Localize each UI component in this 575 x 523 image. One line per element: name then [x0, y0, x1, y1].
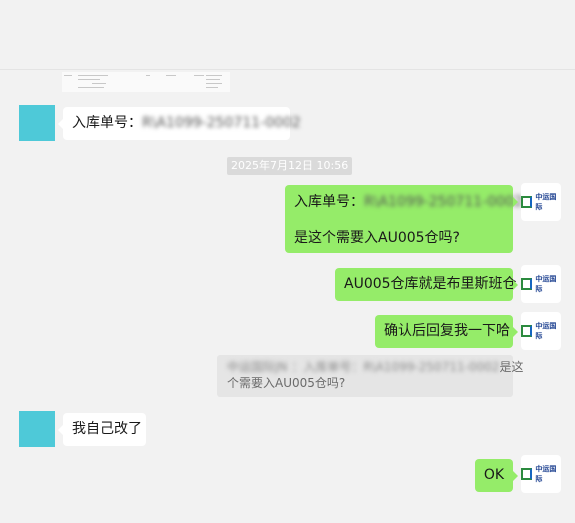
quote-text: 个需要入AU005仓吗? — [227, 376, 346, 390]
message-bubble-sent[interactable]: 确认后回复我一下哈 — [375, 315, 518, 348]
zy-logo-icon — [521, 196, 533, 208]
my-avatar[interactable]: 中运国际 — [521, 183, 561, 221]
contact-avatar[interactable] — [19, 411, 55, 447]
quote-blurred: 中运国际JN ：入库单号：R\A1099-250711-0002 — [227, 360, 500, 374]
message-text: OK — [483, 467, 505, 483]
my-avatar[interactable]: 中运国际 — [521, 455, 561, 493]
my-avatar[interactable]: 中运国际 — [521, 265, 561, 303]
message-bubble-sent[interactable]: AU005仓库就是布里斯班仓 — [335, 268, 518, 301]
quoted-message[interactable]: 中运国际JN ：入库单号：R\A1099-250711-0002是这 个需要入A… — [217, 355, 523, 397]
message-text: 我自己改了 — [72, 421, 142, 437]
logo-text: 中运国际 — [535, 275, 557, 293]
image-thumbnail[interactable] — [62, 72, 230, 92]
message-bubble-sent[interactable]: 入库单号：R\A1099-250711-0002 是这个需要入AU005仓吗? — [285, 185, 523, 253]
message-bubble-received[interactable]: 我自己改了 — [58, 413, 146, 446]
zy-logo-icon — [521, 468, 533, 480]
message-bubble-received[interactable]: 入库单号：R\A1099-250711-0002 — [58, 107, 301, 140]
contact-avatar[interactable] — [19, 105, 55, 141]
quote-text: 是这 — [499, 360, 524, 374]
order-number-blurred: R\A1099-250711-0002 — [364, 194, 523, 210]
logo-text: 中运国际 — [535, 193, 557, 211]
message-bubble-sent[interactable]: OK — [475, 459, 518, 492]
timestamp: 2025年7月12日 10:56 — [227, 157, 353, 175]
zy-logo-icon — [521, 278, 533, 290]
order-number-blurred: R\A1099-250711-0002 — [142, 115, 301, 131]
message-text: 确认后回复我一下哈 — [384, 323, 510, 339]
message-text: 是这个需要入AU005仓吗? — [294, 230, 460, 246]
logo-text: 中运国际 — [535, 465, 557, 483]
message-label: 入库单号： — [72, 115, 142, 131]
message-label: 入库单号： — [294, 194, 364, 210]
chat-header — [0, 0, 575, 70]
zy-logo-icon — [521, 325, 533, 337]
logo-text: 中运国际 — [535, 322, 557, 340]
my-avatar[interactable]: 中运国际 — [521, 312, 561, 350]
message-text: AU005仓库就是布里斯班仓 — [344, 276, 517, 292]
